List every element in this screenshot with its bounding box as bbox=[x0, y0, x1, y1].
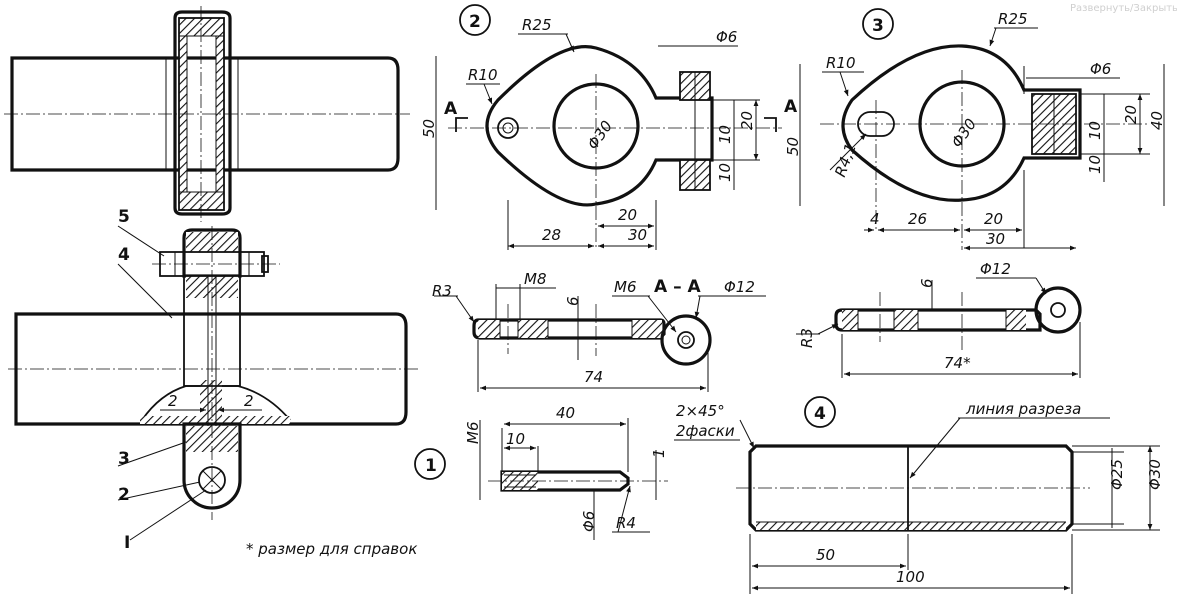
p4-dim-d30: Φ30 bbox=[1146, 459, 1164, 490]
part2-number: 2 bbox=[469, 12, 481, 32]
p1-dim-10: 10 bbox=[506, 430, 525, 448]
p2s-dim-m6: M6 bbox=[614, 278, 637, 296]
p3s-dim-6: 6 bbox=[918, 278, 936, 288]
assembly-front-view: 2 2 5 4 3 2 I bbox=[8, 207, 418, 553]
part4-number: 4 bbox=[814, 404, 826, 424]
p2-dim-r25: R25 bbox=[522, 16, 552, 34]
watermark[interactable]: Развернуть/Закрыть bbox=[1070, 3, 1177, 14]
part2-plan: 2 50 28 30 20 20 10 10 Φ6 R25 bbox=[420, 4, 798, 250]
p2s-section-AA: A – A bbox=[654, 277, 701, 297]
p4-chamfer: 2×45° bbox=[676, 402, 725, 420]
p3-dim-r41: R4,1 bbox=[831, 141, 860, 179]
label-4: 4 bbox=[118, 245, 130, 265]
gap-dim-left: 2 bbox=[168, 392, 178, 410]
p2-dim-50: 50 bbox=[420, 119, 438, 138]
p3-dim-30: 30 bbox=[986, 230, 1005, 248]
p1-dim-40: 40 bbox=[556, 404, 575, 422]
p3-dim-10b: 10 bbox=[1086, 155, 1104, 174]
p3-dim-d6: Φ6 bbox=[1090, 60, 1111, 78]
p2-section-A-left: A bbox=[444, 99, 458, 119]
label-5: 5 bbox=[118, 207, 130, 227]
p2-dim-20: 20 bbox=[618, 206, 637, 224]
p2-dim-d30: Φ30 bbox=[584, 117, 616, 153]
p3s-dim-74: 74* bbox=[944, 354, 971, 372]
reference-note: * размер для справок bbox=[246, 540, 417, 558]
part3-number: 3 bbox=[872, 16, 884, 36]
p3-dim-h20: 20 bbox=[1122, 105, 1140, 124]
label-I: I bbox=[124, 533, 130, 553]
part1-number: 1 bbox=[425, 456, 437, 476]
p3-dim-r25: R25 bbox=[998, 10, 1028, 28]
p3-dim-20: 20 bbox=[984, 210, 1003, 228]
p4-dim-100: 100 bbox=[896, 568, 925, 586]
p3-dim-d30: Φ30 bbox=[948, 115, 980, 151]
gap-dim-right: 2 bbox=[244, 392, 254, 410]
p3-dim-10a: 10 bbox=[1086, 121, 1104, 140]
label-3: 3 bbox=[118, 449, 130, 469]
p3s-dim-r3: R3 bbox=[798, 328, 816, 348]
p2-dim-10b: 10 bbox=[716, 163, 734, 182]
p3-dim-50: 50 bbox=[784, 137, 802, 156]
p2-dim-r10: R10 bbox=[468, 66, 498, 84]
p2s-dim-74: 74 bbox=[584, 368, 603, 386]
p4-dim-d25: Φ25 bbox=[1108, 459, 1126, 490]
p2-dim-28: 28 bbox=[542, 226, 561, 244]
p2s-dim-m8: M8 bbox=[524, 270, 547, 288]
p3-dim-h40: 40 bbox=[1148, 111, 1166, 130]
p4-dim-50: 50 bbox=[816, 546, 835, 564]
part3-side: 74* R3 6 Φ12 bbox=[796, 260, 1082, 378]
p1-dim-m6: M6 bbox=[464, 422, 482, 445]
p2-dim-10a: 10 bbox=[716, 125, 734, 144]
p2s-dim-d12: Φ12 bbox=[724, 278, 755, 296]
p1-dim-d6: Φ6 bbox=[580, 511, 598, 532]
part1-pin: 1 40 10 M6 1 Φ6 R4 bbox=[414, 404, 668, 540]
p1-dim-r4: R4 bbox=[616, 514, 636, 532]
p3-dim-r10: R10 bbox=[826, 54, 856, 72]
p2-dim-30: 30 bbox=[628, 226, 647, 244]
label-2: 2 bbox=[118, 485, 130, 505]
p2-dim-h20: 20 bbox=[738, 111, 756, 130]
p3-dim-4: 4 bbox=[870, 210, 880, 228]
p4-cut-line-label: линия разреза bbox=[965, 400, 1081, 418]
p3s-dim-d12: Φ12 bbox=[980, 260, 1011, 278]
part2-side: 74 R3 M8 6 M6 A – A Φ12 bbox=[432, 270, 766, 392]
part3-plan: 3 50 4 26 20 30 20 40 10 10 Φ6 bbox=[784, 8, 1166, 251]
assembly-top-view bbox=[4, 6, 410, 222]
p2-dim-d6: Φ6 bbox=[716, 28, 737, 46]
p1-dim-1: 1 bbox=[650, 448, 668, 458]
p2-section-A-right: A bbox=[784, 97, 798, 117]
p2s-dim-6: 6 bbox=[564, 296, 582, 306]
p4-chamfer-count: 2фаски bbox=[676, 422, 735, 440]
p2s-dim-r3: R3 bbox=[432, 282, 452, 300]
part4-axle: 4 50 100 Φ25 Φ30 линия разреза 2×45° 2фа… bbox=[674, 396, 1164, 594]
p3-dim-26: 26 bbox=[908, 210, 927, 228]
